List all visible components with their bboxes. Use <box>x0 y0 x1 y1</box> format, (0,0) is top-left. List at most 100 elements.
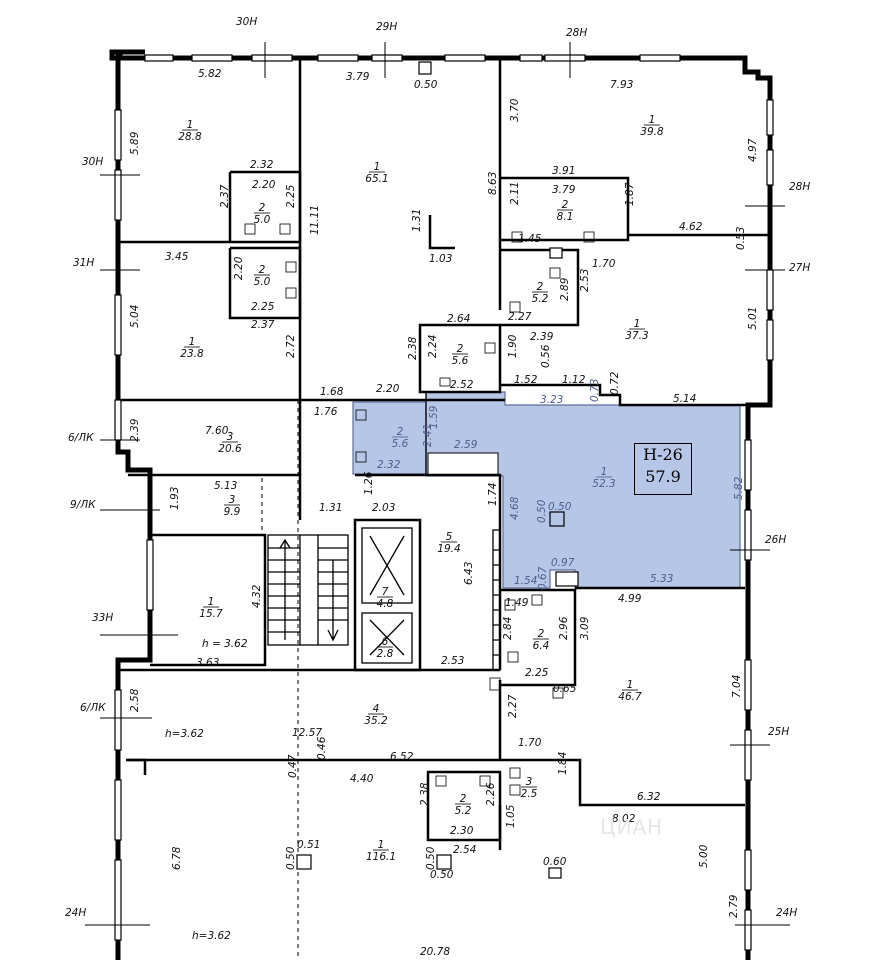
room-area: 5.6 <box>392 438 409 450</box>
dimension-label: 7.60 <box>205 425 229 437</box>
room-number: 1 <box>189 336 196 348</box>
dimension-label: 2.32 <box>250 159 274 171</box>
dimension-label: 5.01 <box>747 307 759 330</box>
dimension-label: 2.89 <box>559 277 571 301</box>
dimension-label: 0.47 <box>287 754 299 778</box>
dimension-label: 0.60 <box>543 856 567 868</box>
dimension-label: 0.50 <box>425 846 437 870</box>
dimension-label: 0.50 <box>430 869 454 881</box>
room-area: 35.2 <box>364 715 388 727</box>
room-area: 8.1 <box>557 211 574 223</box>
dimension-label: 0.50 <box>548 501 572 513</box>
room-area: 5.0 <box>254 276 271 288</box>
dimension-label: 1.05 <box>505 804 517 828</box>
dimension-label: 1.70 <box>518 737 542 749</box>
room-label: 146.7 <box>618 679 642 703</box>
axis-label: 29Н <box>376 21 397 33</box>
dimension-label: 2.53 <box>441 655 464 667</box>
room-label: 39.9 <box>224 494 241 518</box>
dimension-label: 5.33 <box>650 573 673 585</box>
dimension-label: 2.96 <box>558 616 570 640</box>
dimension-label: 2.25 <box>251 301 275 313</box>
dimension-label: 2.39 <box>129 418 141 442</box>
axis-lines <box>85 42 790 926</box>
room-area: 46.7 <box>618 691 642 703</box>
room-label: 25.0 <box>254 202 271 226</box>
room-number: 4 <box>373 703 380 715</box>
room-number: 1 <box>208 596 215 608</box>
room-area: 9.9 <box>224 506 241 518</box>
dimension-label: 1.31 <box>319 502 342 514</box>
axis-label: 26Н <box>765 534 786 546</box>
dimension-label: 1.03 <box>429 253 452 265</box>
dimension-label: 4.40 <box>350 773 374 785</box>
room-area: 5.0 <box>254 214 271 226</box>
dimension-label: 0.67 <box>537 566 549 590</box>
dimension-label: 2.03 <box>372 502 395 514</box>
axis-label: 24Н <box>65 907 86 919</box>
dimension-label: 2.52 <box>450 379 474 391</box>
axis-label: 25Н <box>768 726 789 738</box>
highlighted-unit-area[interactable] <box>352 391 741 589</box>
room-label: 435.2 <box>364 703 388 727</box>
room-number: 2 <box>537 281 544 293</box>
room-label: 25.6 <box>392 426 409 450</box>
dimension-label: 5.89 <box>129 131 141 155</box>
room-label: 28.1 <box>557 199 574 223</box>
room-label: 519.4 <box>437 531 460 555</box>
room-number: 2 <box>538 628 545 640</box>
dimension-label: 20.78 <box>420 946 450 958</box>
dimension-label: 3.23 <box>540 394 563 406</box>
room-area: 5.2 <box>532 293 549 305</box>
dimension-label: 5.82 <box>198 68 222 80</box>
room-label: 32.5 <box>521 776 538 800</box>
dimension-label: 2.84 <box>502 617 514 640</box>
room-number: 1 <box>649 114 656 126</box>
room-area: 20.6 <box>218 443 242 455</box>
elevator-shafts <box>361 527 413 664</box>
dimension-label: 2.25 <box>525 667 549 679</box>
dimension-label: 2.24 <box>427 335 439 358</box>
dimension-label: 1.68 <box>320 386 344 398</box>
dimension-label: 7.93 <box>610 79 633 91</box>
unit-area: 57.9 <box>645 467 681 486</box>
axis-label: 30Н <box>82 156 103 168</box>
ceiling-height: h=3.62 <box>192 930 231 942</box>
dimension-label: 2.32 <box>377 459 401 471</box>
dimension-label: 4.32 <box>251 584 263 608</box>
dimension-label: 11.11 <box>309 205 321 235</box>
room-number: 2 <box>259 202 266 214</box>
dimension-label: 2.39 <box>530 331 554 343</box>
dimension-label: 5.00 <box>698 844 710 868</box>
dimension-label: 2.53 <box>579 269 591 292</box>
room-number: 3 <box>526 776 533 788</box>
dimension-label: 8.02 <box>612 813 636 825</box>
dimension-label: 5.82 <box>733 476 745 500</box>
room-label: 25.2 <box>455 793 472 817</box>
dimension-label: 0.50 <box>536 499 548 523</box>
room-number: 1 <box>627 679 634 691</box>
room-label: 62.8 <box>377 636 394 660</box>
unit-label-box[interactable]: Н-26 57.9 <box>634 443 692 495</box>
dimension-label: 0.53 <box>735 227 747 250</box>
dimension-label: 3.09 <box>579 616 591 640</box>
room-label: 137.3 <box>625 318 648 342</box>
room-area: 37.3 <box>625 330 648 342</box>
staircase <box>267 534 349 646</box>
room-label: 74.8 <box>377 586 394 610</box>
dimension-label: 1.76 <box>314 406 338 418</box>
dimension-label: 2.25 <box>285 184 297 208</box>
room-number: 1 <box>634 318 641 330</box>
room-label: 25.6 <box>452 343 469 367</box>
room-label: 123.8 <box>180 336 204 360</box>
room-label: 26.4 <box>533 628 550 652</box>
dimension-label: 1.90 <box>507 334 519 358</box>
dimension-label: 0.46 <box>316 736 328 760</box>
dimension-label: 6.43 <box>463 562 475 585</box>
dimension-label: 6.52 <box>390 751 414 763</box>
room-area: 65.1 <box>365 173 388 185</box>
room-number: 2 <box>397 426 404 438</box>
dimension-label: 2.54 <box>453 844 476 856</box>
